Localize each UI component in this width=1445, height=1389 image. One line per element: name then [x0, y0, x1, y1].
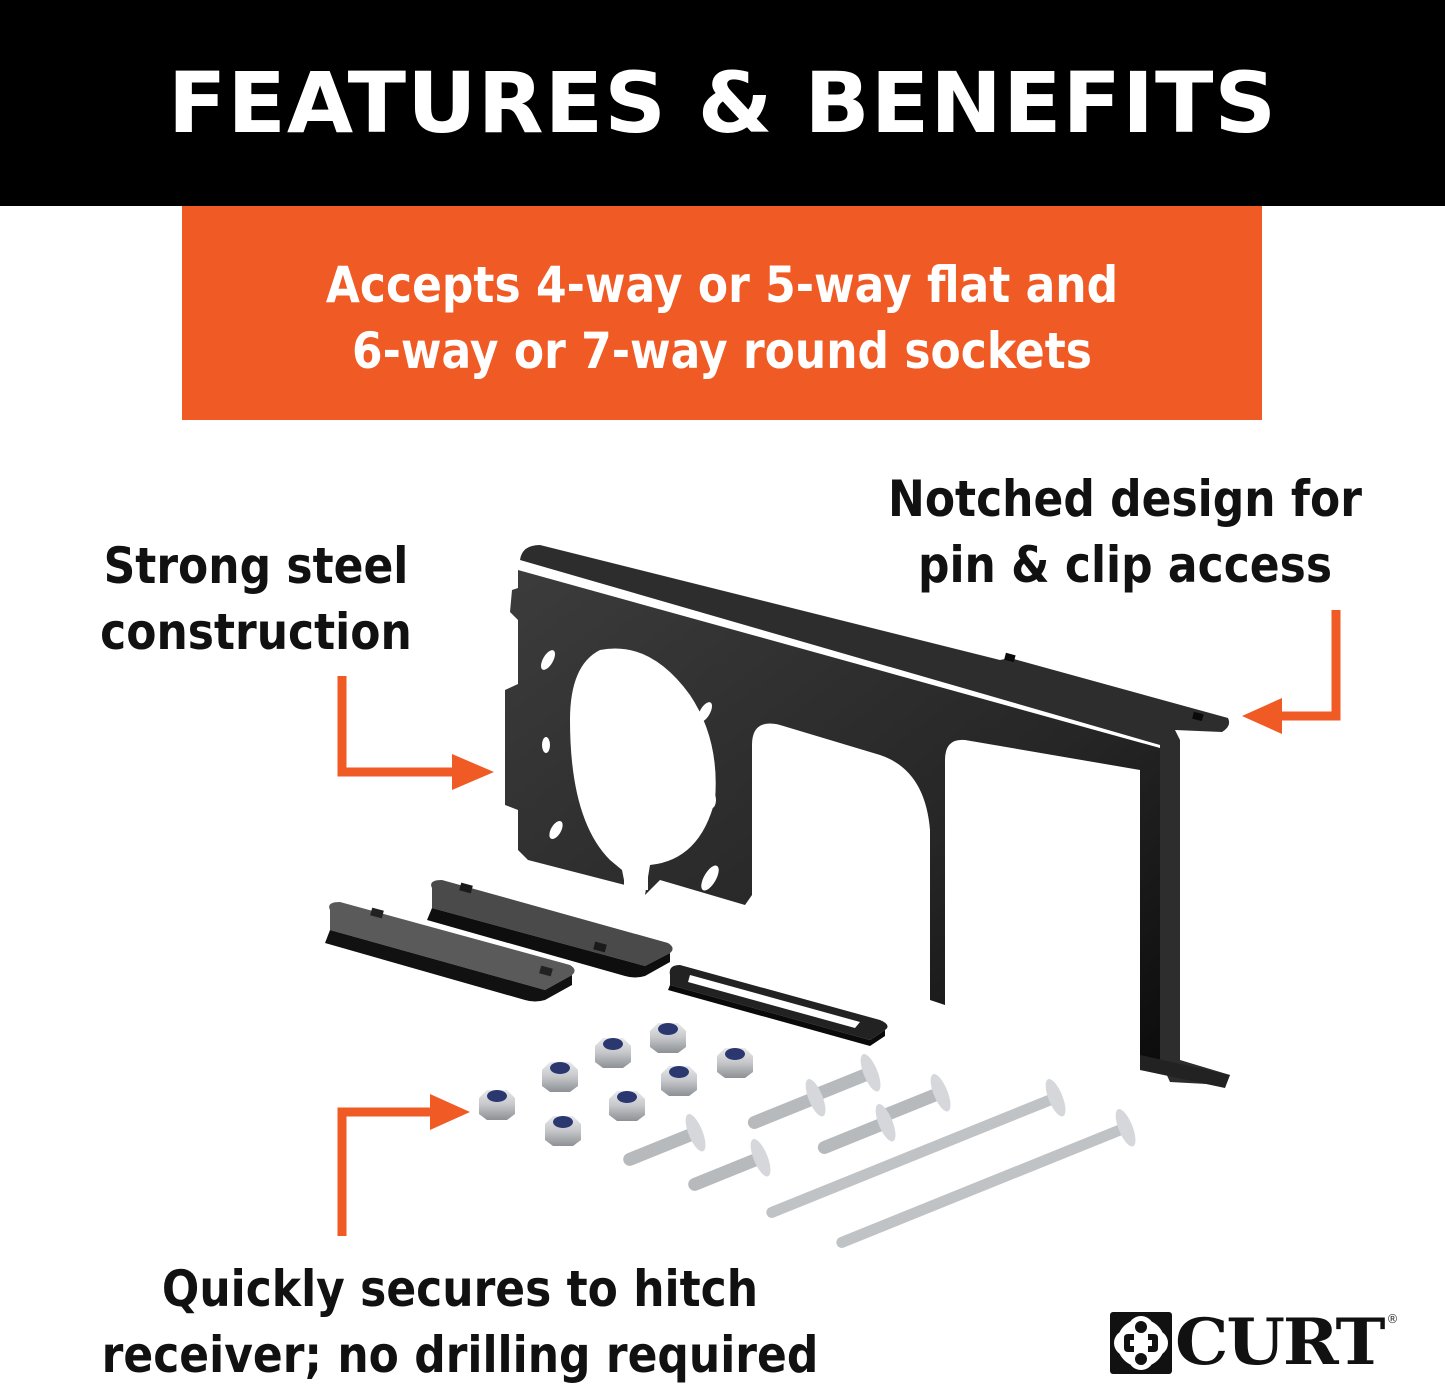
banner-text: Accepts 4-way or 5-way flat and 6-way or…: [247, 252, 1197, 384]
callout-line: Quickly secures to hitch: [161, 1260, 759, 1318]
header-bar: [0, 0, 1445, 206]
logo-wordmark: CURT: [1175, 1305, 1385, 1380]
callout-line: receiver; no drilling required: [101, 1326, 819, 1384]
callout-line: pin & clip access: [917, 536, 1333, 594]
feature-banner: Accepts 4-way or 5-way flat and 6-way or…: [182, 206, 1262, 420]
callout-notched-design: Notched design for pin & clip access: [874, 466, 1376, 598]
product-illustration: [325, 545, 1230, 1248]
carriage-bolt-icon: [623, 1054, 1136, 1248]
callout-line: Notched design for: [888, 470, 1362, 528]
bracket-icon: [505, 545, 1230, 1088]
banner-line-2: 6-way or 7-way round sockets: [351, 322, 1092, 380]
spacer-plate-icon: [427, 880, 673, 978]
curt-logo: CURT ®: [1110, 1308, 1398, 1378]
banner-line-1: Accepts 4-way or 5-way flat and: [325, 256, 1119, 314]
slotted-plate-icon: [668, 965, 888, 1046]
spacer-plate-icon: [325, 902, 575, 1002]
arrow-steel-icon: [337, 676, 494, 790]
curt-knot-icon: [1110, 1312, 1172, 1374]
page-title: FEATURES & BENEFITS: [167, 54, 1278, 152]
callout-steel-construction: Strong steel construction: [71, 533, 441, 665]
callout-line: Strong steel: [103, 537, 409, 595]
callout-quick-secure: Quickly secures to hitch receiver; no dr…: [82, 1256, 839, 1388]
lock-nut-icon: [479, 1023, 753, 1146]
callout-line: construction: [100, 603, 412, 661]
registered-mark: ®: [1386, 1312, 1399, 1326]
arrow-quick-icon: [337, 1094, 470, 1236]
arrow-notched-icon: [1242, 610, 1341, 734]
